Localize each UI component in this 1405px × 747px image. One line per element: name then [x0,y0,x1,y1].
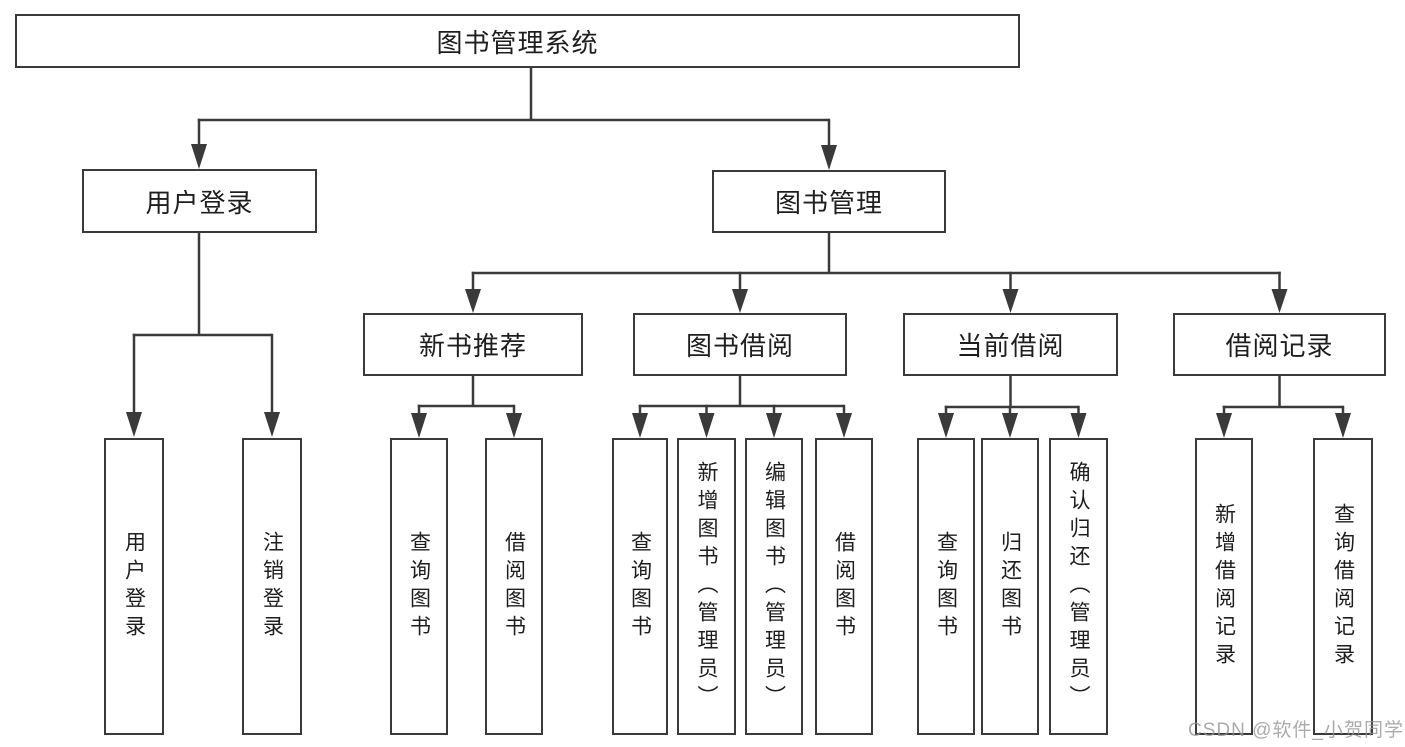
node-book-borrow: 图书借阅 [633,313,847,376]
connector-borrow-records-children [1216,375,1351,438]
node-root-system: 图书管理系统 [15,14,1020,68]
leaf-add-book-admin: 新增图书（管理员） [677,438,736,735]
leaf-add-borrow-record: 新增借阅记录 [1195,438,1253,735]
csdn-watermark: CSDN @软件_小贺同学 [1188,720,1404,741]
leaf-borrow-book-recommend: 借阅图书 [485,438,543,735]
connector-new-book-children [411,375,522,438]
connector-book-mgmt-children [465,232,1288,313]
connector-book-borrow-children [632,375,852,438]
leaf-edit-book-admin: 编辑图书（管理员） [745,438,803,735]
node-current-borrow: 当前借阅 [903,313,1118,376]
leaf-confirm-return-admin: 确认归还（管理员） [1049,438,1108,735]
leaf-query-book-borrow: 查询图书 [612,438,668,735]
connector-root-to-level2 [191,67,837,170]
leaf-user-login: 用户登录 [104,438,164,735]
connector-current-borrow-children [938,375,1087,438]
leaf-logout: 注销登录 [242,438,302,735]
node-book-management: 图书管理 [712,170,946,233]
connector-user-login-children [126,232,280,437]
node-borrow-records: 借阅记录 [1173,313,1386,376]
leaf-query-borrow-record: 查询借阅记录 [1313,438,1373,735]
node-user-login: 用户登录 [82,169,317,233]
leaf-return-book: 归还图书 [981,438,1039,735]
leaf-borrow-book: 借阅图书 [815,438,873,735]
node-new-book-recommend: 新书推荐 [363,313,583,376]
leaf-query-book-current: 查询图书 [917,438,975,735]
leaf-query-book-recommend: 查询图书 [390,438,448,735]
